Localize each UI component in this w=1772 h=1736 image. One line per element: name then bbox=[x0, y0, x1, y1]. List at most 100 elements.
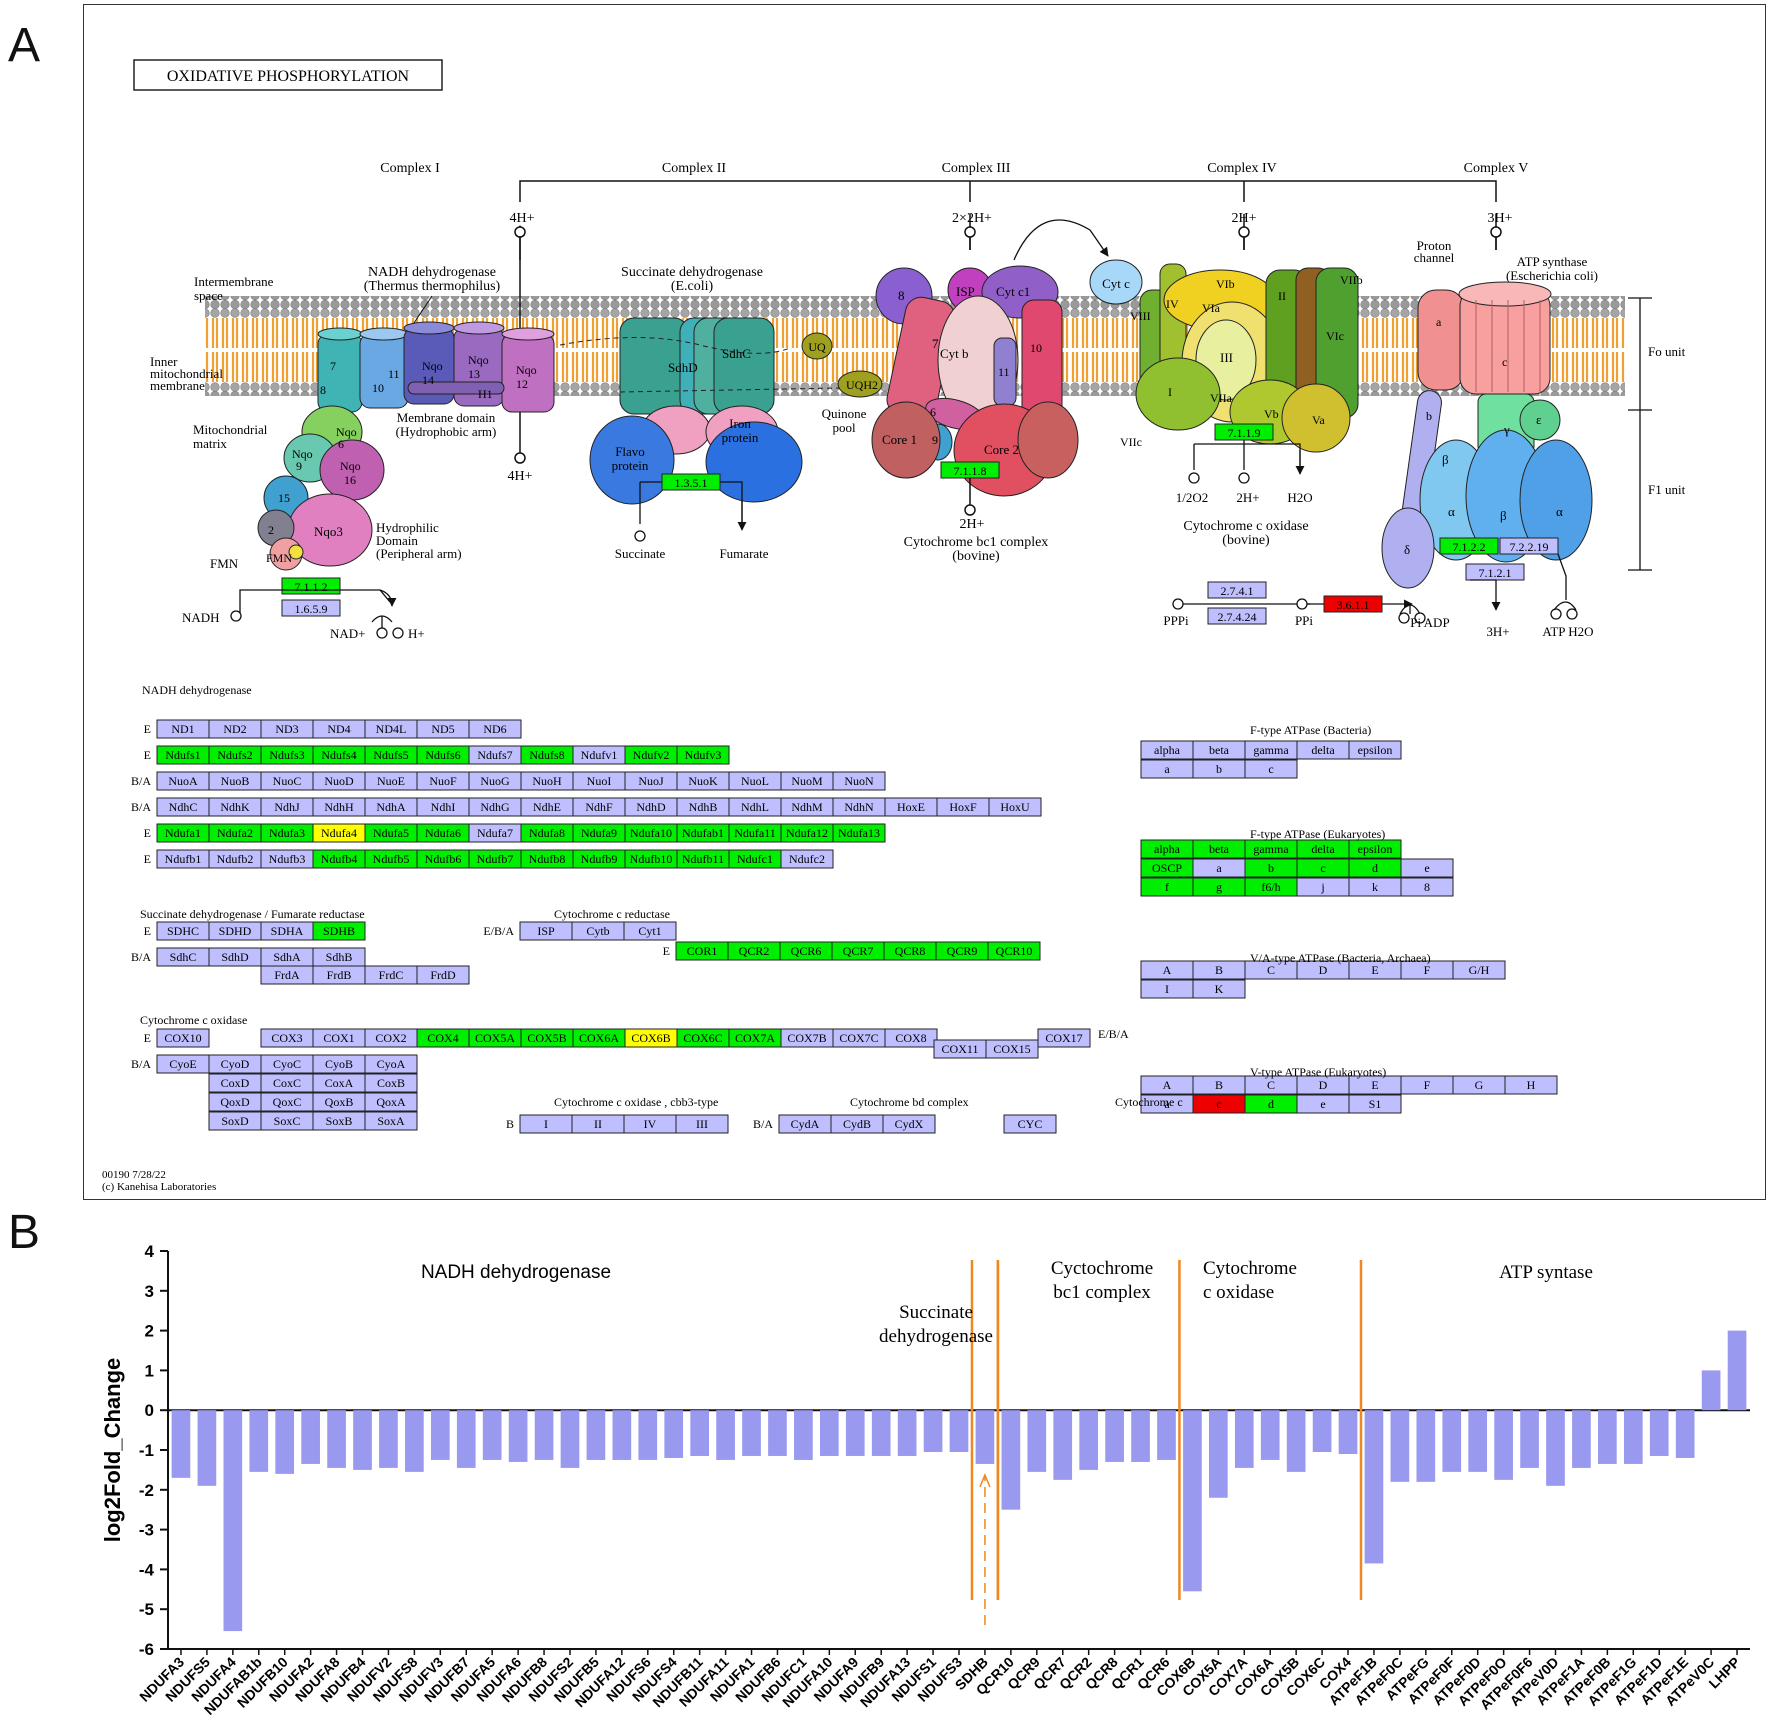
gene-box-frdd[interactable] bbox=[416, 965, 470, 985]
gene-label: Ndufb5 bbox=[373, 852, 410, 866]
gene-box-h[interactable] bbox=[1504, 1075, 1558, 1095]
svg-text:7.1.1.8: 7.1.1.8 bbox=[954, 464, 987, 478]
log2fc-bar-chart: -6-5-4-3-2-101234log2Fold_ChangeNDUFA3ND… bbox=[100, 1242, 1750, 1718]
ec-7-2-2-19[interactable] bbox=[1499, 537, 1559, 555]
svg-text:VIc: VIc bbox=[1326, 329, 1344, 343]
gene-box-s1[interactable] bbox=[1348, 1094, 1402, 1114]
gene-label: I bbox=[544, 1117, 548, 1131]
gene-box-epsilon[interactable] bbox=[1348, 740, 1402, 760]
gene-label: alpha bbox=[1154, 743, 1181, 757]
gene-box-qcr10[interactable] bbox=[987, 941, 1041, 961]
gene-box-ndufv3[interactable] bbox=[676, 745, 730, 765]
bar-qcr10 bbox=[1001, 1410, 1021, 1510]
gene-box-nuon[interactable] bbox=[832, 771, 886, 791]
gene-label: 8 bbox=[1424, 880, 1430, 894]
complex-v-label: Complex V bbox=[1464, 161, 1529, 176]
gene-label: FrdB bbox=[327, 968, 352, 982]
gene-box-cox8[interactable] bbox=[884, 1028, 938, 1048]
y-tick-label: -6 bbox=[139, 1640, 154, 1659]
gene-label: SDHC bbox=[167, 924, 199, 938]
gene-label: Ndufc2 bbox=[789, 852, 825, 866]
svg-text:SdhD: SdhD bbox=[668, 360, 698, 375]
bar-cox6a bbox=[1260, 1410, 1280, 1460]
gene-box-c[interactable] bbox=[1244, 759, 1298, 779]
gene-box-soxa[interactable] bbox=[364, 1111, 418, 1131]
svg-text:6: 6 bbox=[930, 405, 936, 419]
gene-label: H bbox=[1527, 1078, 1536, 1092]
pi-adp-label: Pi ADP bbox=[1410, 615, 1449, 630]
svg-text:ISP: ISP bbox=[956, 284, 975, 299]
gene-box-8[interactable] bbox=[1400, 877, 1454, 897]
gene-label: delta bbox=[1311, 842, 1335, 856]
gene-box-hoxu[interactable] bbox=[988, 797, 1042, 817]
bar-qcr1 bbox=[1131, 1410, 1150, 1462]
complex-ii-label: Complex II bbox=[662, 161, 726, 176]
svg-text:c: c bbox=[1502, 355, 1507, 369]
gene-box-iii[interactable] bbox=[675, 1114, 729, 1134]
gene-box-qoxa[interactable] bbox=[364, 1092, 418, 1112]
gene-box-ndufa13[interactable] bbox=[832, 823, 886, 843]
bar-atpev0c bbox=[1701, 1370, 1721, 1411]
gene-label: ND5 bbox=[431, 722, 454, 736]
svg-text:Vb: Vb bbox=[1264, 407, 1279, 421]
f-bact_title: F-type ATPase (Bacteria) bbox=[1250, 723, 1371, 737]
gene-label: Ndufa10 bbox=[630, 826, 672, 840]
svg-text:8: 8 bbox=[320, 383, 326, 397]
gene-label: Ndufb10 bbox=[630, 852, 673, 866]
bar-ndufs1 bbox=[923, 1410, 943, 1452]
gene-box-cox15[interactable] bbox=[985, 1039, 1039, 1059]
ec-1-6-5-9[interactable] bbox=[281, 599, 341, 617]
gene-box-cox10[interactable] bbox=[156, 1028, 210, 1048]
gene-box-e[interactable] bbox=[1400, 858, 1454, 878]
gene-box-cyoa[interactable] bbox=[364, 1054, 418, 1074]
complex-iii-label: Complex III bbox=[942, 161, 1011, 176]
table-row-label: E bbox=[144, 748, 151, 762]
table-row-label: B/A bbox=[131, 774, 151, 788]
bar-cox4 bbox=[1338, 1410, 1358, 1454]
gene-box-sdhb[interactable] bbox=[312, 921, 366, 941]
ec-7-1-2-2[interactable] bbox=[1439, 537, 1499, 555]
ec-2-7-4-24[interactable] bbox=[1207, 607, 1267, 625]
svg-text:7: 7 bbox=[932, 336, 939, 351]
gene-box-cyt1[interactable] bbox=[623, 921, 677, 941]
gene-label: NdhF bbox=[585, 800, 613, 814]
gene-box-ndufc2[interactable] bbox=[780, 849, 834, 869]
gene-label: NuoL bbox=[741, 774, 769, 788]
bar-ndufb6 bbox=[768, 1410, 787, 1456]
gene-label: f6/h bbox=[1261, 880, 1280, 894]
gene-label: HoxU bbox=[1000, 800, 1030, 814]
gene-box-coxb[interactable] bbox=[364, 1073, 418, 1093]
bar-atpef1d bbox=[1649, 1410, 1669, 1456]
gene-label: Ndufs4 bbox=[321, 748, 356, 762]
ec-2-7-4-1[interactable] bbox=[1207, 581, 1267, 599]
gene-label: Ndufb9 bbox=[581, 852, 618, 866]
gene-box-k[interactable] bbox=[1192, 979, 1246, 999]
c4-hplus-label: 2H+ bbox=[1236, 490, 1259, 505]
gene-label: Ndufb6 bbox=[425, 852, 462, 866]
y-tick-label: -4 bbox=[139, 1560, 155, 1579]
svg-text:Nqo: Nqo bbox=[292, 447, 313, 461]
svg-text:7.2.2.19: 7.2.2.19 bbox=[1510, 540, 1549, 554]
bar-atpev0d bbox=[1546, 1410, 1565, 1486]
gene-label: CydX bbox=[895, 1117, 924, 1131]
gene-label: Ndufa6 bbox=[425, 826, 461, 840]
complex-i-shape: 4H+ 4H+ NADH dehydrogenase(Thermus therm… bbox=[182, 211, 555, 641]
gene-label: Ndufb7 bbox=[477, 852, 514, 866]
bd-title: Cytochrome bd complex bbox=[850, 1095, 969, 1109]
gene-box-cyc[interactable] bbox=[1003, 1114, 1057, 1134]
gene-box-epsilon[interactable] bbox=[1348, 839, 1402, 859]
gene-box-nd6[interactable] bbox=[468, 719, 522, 739]
gene-label: a bbox=[1216, 861, 1222, 875]
gene-label: Ndufs6 bbox=[425, 748, 460, 762]
gene-label: Ndufa12 bbox=[786, 826, 828, 840]
svg-text:α: α bbox=[1448, 504, 1455, 519]
gene-label: QoxB bbox=[325, 1095, 354, 1109]
gene-label: SdhA bbox=[273, 950, 301, 964]
gene-box-cydx[interactable] bbox=[882, 1114, 936, 1134]
gene-label: E bbox=[1371, 963, 1378, 977]
gene-box-g/h[interactable] bbox=[1452, 960, 1506, 980]
svg-text:Va: Va bbox=[1312, 413, 1325, 427]
gene-box-cox17[interactable] bbox=[1037, 1028, 1091, 1048]
bar-atpef0f bbox=[1442, 1410, 1462, 1472]
